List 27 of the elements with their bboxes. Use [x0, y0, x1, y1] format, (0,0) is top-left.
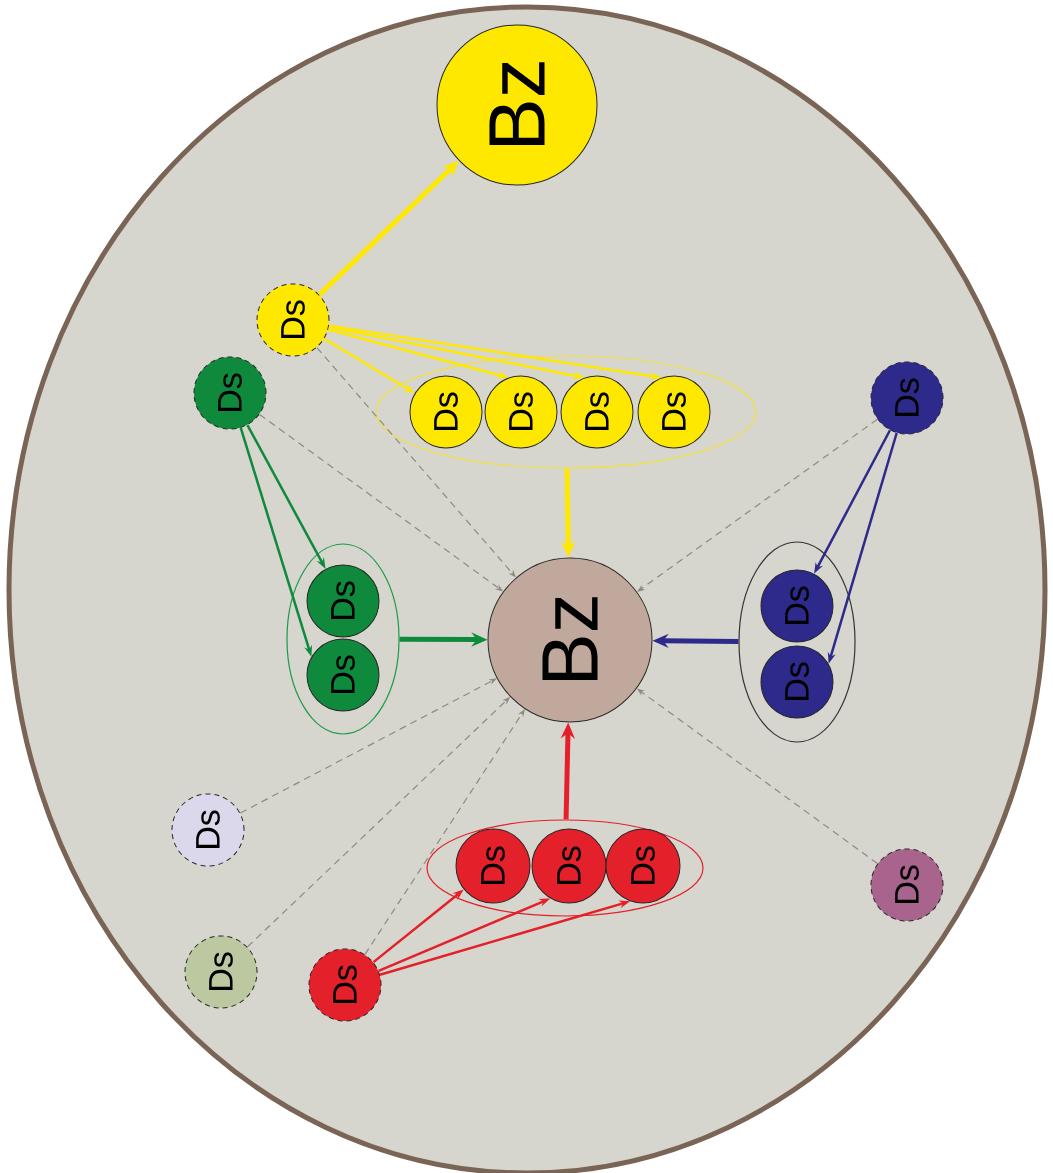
- circle-node: Ds: [306, 638, 380, 712]
- group-ellipse: [738, 541, 856, 743]
- group-ellipse: [375, 355, 757, 469]
- circle-node: Ds: [193, 356, 267, 430]
- arrow: [637, 418, 878, 592]
- circle-node: Ds: [171, 793, 245, 867]
- circle-node: Ds: [455, 828, 531, 904]
- circle-node: Ds: [637, 375, 711, 449]
- circle-node: Ds: [256, 283, 330, 357]
- circle-node: Ds: [760, 645, 834, 719]
- circle-node: Ds: [184, 935, 258, 1009]
- circle-node: Ds: [308, 948, 382, 1022]
- circle-node: Ds: [560, 375, 634, 449]
- circle-node: Ds: [306, 564, 380, 638]
- group-ellipse: [426, 819, 704, 917]
- arrow: [364, 709, 525, 956]
- circle-node: Ds: [870, 848, 944, 922]
- circle-node: Ds: [605, 828, 681, 904]
- circle-node: Ds: [531, 828, 607, 904]
- circle-node: Ds: [760, 569, 834, 643]
- group-ellipse: [286, 543, 400, 735]
- circle-node: Bz: [487, 557, 653, 723]
- circle-node: Ds: [870, 361, 944, 435]
- circle-node: Bz: [436, 24, 598, 186]
- circle-node: Ds: [484, 375, 558, 449]
- arrow: [239, 678, 497, 814]
- circle-node: Ds: [409, 375, 483, 449]
